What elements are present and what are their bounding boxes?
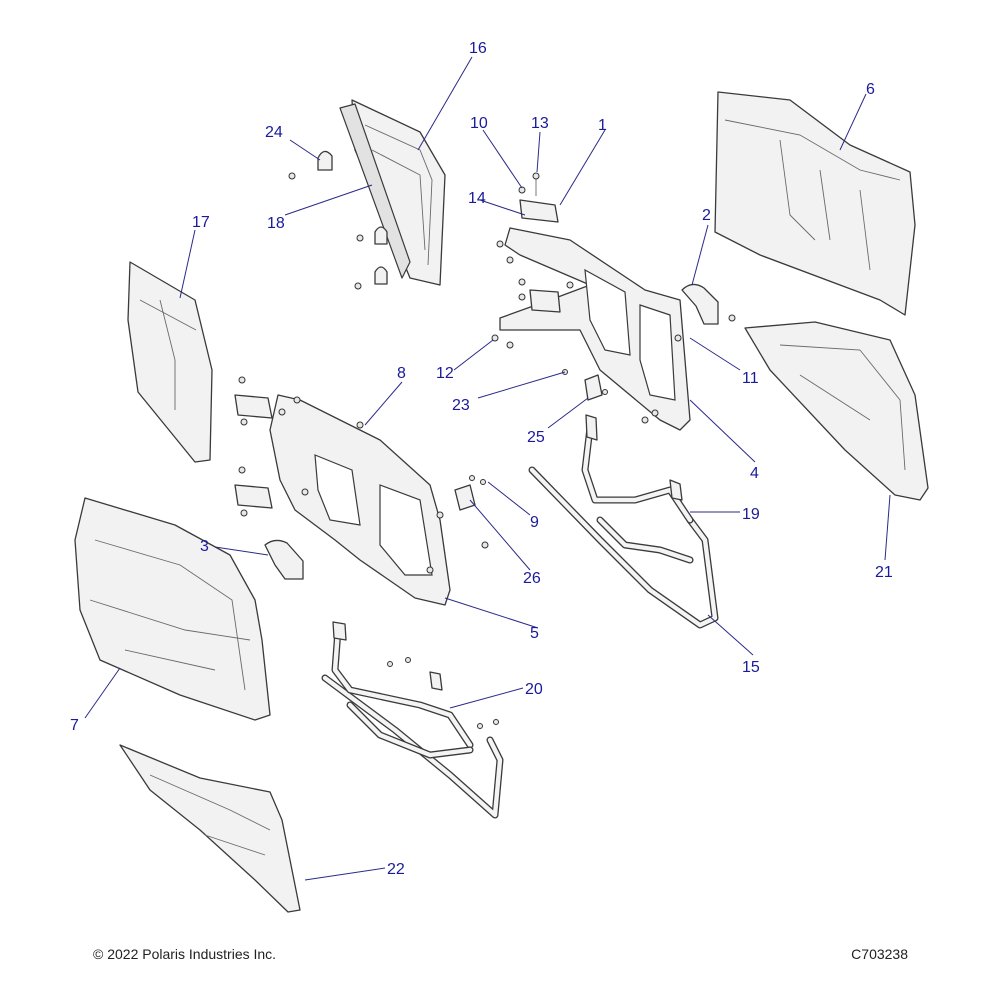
part-22-lower-trim xyxy=(119,744,301,913)
callout-23: 23 xyxy=(452,397,470,414)
callout-9: 9 xyxy=(530,514,539,531)
part-8-screw xyxy=(356,421,364,429)
leader-lines xyxy=(84,56,891,881)
callout-2: 2 xyxy=(702,207,711,224)
callout-16: 16 xyxy=(469,40,487,57)
part-lower-hinges xyxy=(234,376,273,517)
callout-labels: 1 2 3 4 5 6 7 8 9 10 11 12 13 14 15 16 1… xyxy=(70,40,893,878)
callout-8: 8 xyxy=(397,365,406,382)
callout-7: 7 xyxy=(70,717,79,734)
part-15-19-upper-tube-frame xyxy=(528,414,719,629)
part-1-upper-hinge xyxy=(518,172,561,313)
callout-14: 14 xyxy=(468,190,486,207)
part-9-26-brackets xyxy=(454,369,608,511)
callout-19: 19 xyxy=(742,506,760,523)
copyright-notice: © 2022 Polaris Industries Inc. xyxy=(93,946,277,962)
callout-21: 21 xyxy=(875,564,893,581)
callout-10: 10 xyxy=(470,115,488,132)
callout-12: 12 xyxy=(436,365,454,382)
callout-17: 17 xyxy=(192,214,210,231)
callout-3: 3 xyxy=(200,538,209,555)
diagram-id: C703238 xyxy=(851,946,908,962)
callout-20: 20 xyxy=(525,681,543,698)
part-16-upper-panel xyxy=(339,99,446,286)
callout-24: 24 xyxy=(265,124,283,141)
callout-18: 18 xyxy=(267,215,285,232)
part-5-lower-frame xyxy=(269,394,489,606)
part-20-lower-tube-frame xyxy=(321,621,504,819)
callout-11: 11 xyxy=(742,370,759,387)
callout-22: 22 xyxy=(387,861,405,878)
part-17-upper-cover xyxy=(127,261,213,463)
part-2-upper-latch xyxy=(681,283,736,325)
part-7-lower-door-panel xyxy=(74,497,271,721)
part-6-upper-door-panel xyxy=(714,91,916,316)
callout-15: 15 xyxy=(742,659,760,676)
callout-6: 6 xyxy=(866,81,875,98)
part-4-upper-frame xyxy=(491,227,691,431)
part-3-lower-latch xyxy=(264,539,304,580)
callout-4: 4 xyxy=(750,465,759,482)
part-24-clip xyxy=(288,150,388,290)
callout-26: 26 xyxy=(523,570,541,587)
callout-13: 13 xyxy=(531,115,549,132)
part-21-inner-panel xyxy=(744,321,929,501)
callout-25: 25 xyxy=(527,429,545,446)
callout-1: 1 xyxy=(598,117,607,134)
callout-5: 5 xyxy=(530,625,539,642)
